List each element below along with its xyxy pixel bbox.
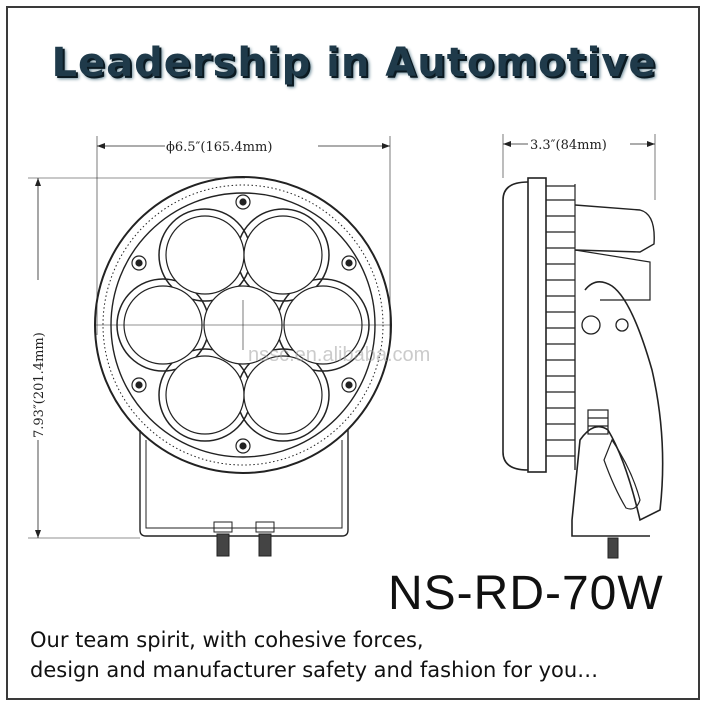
tagline-line-2: design and manufacturer safety and fashi… (30, 658, 599, 682)
side-depth-dimension: 3.3″(84mm) (530, 138, 607, 153)
headline: Leadership in Automotive (51, 40, 657, 86)
front-width-dimension: ϕ6.5″(165.4mm) (166, 140, 272, 155)
watermark: nssc.en.alibaba.com (248, 344, 431, 366)
front-height-dimension: 7.93″(201.4mm) (32, 332, 47, 438)
tagline-line-1: Our team spirit, with cohesive forces, (30, 628, 424, 652)
outer-frame (6, 6, 700, 700)
model-number: NS-RD-70W (388, 567, 664, 620)
